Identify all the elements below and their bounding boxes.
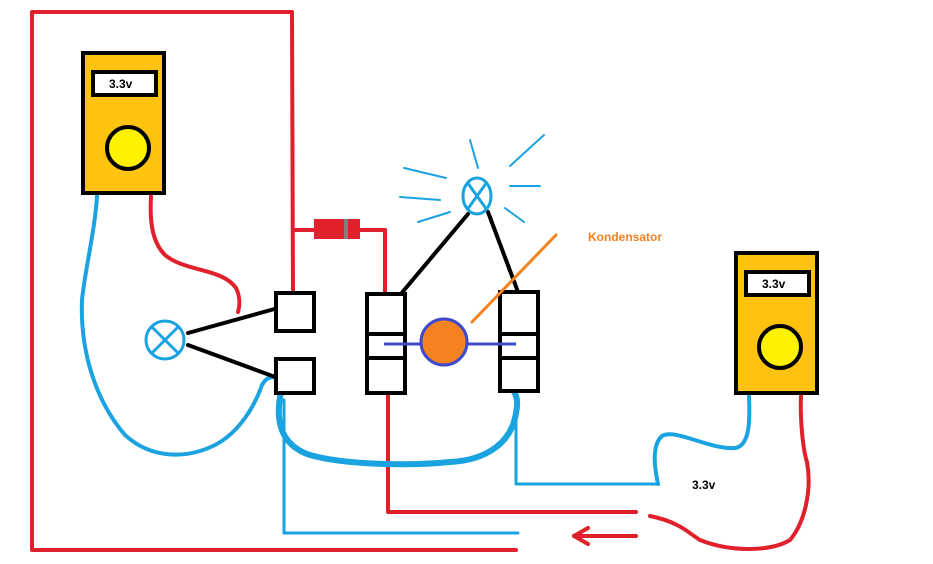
glowing-lamp-icon bbox=[399, 134, 545, 223]
left-meter-knob bbox=[105, 125, 151, 171]
left-meter-blue-probe bbox=[79, 194, 280, 457]
left-multimeter: 3.3v bbox=[81, 51, 166, 195]
capacitor-label: Kondensator bbox=[588, 230, 662, 244]
right-meter-blue-probe bbox=[652, 394, 752, 486]
right-meter-reading: 3.3v bbox=[762, 277, 786, 291]
right-terminal-top bbox=[498, 290, 540, 336]
right-meter-red-probe bbox=[648, 394, 811, 551]
left-meter-red-probe bbox=[148, 194, 242, 314]
right-multimeter: 3.3v bbox=[734, 251, 819, 395]
middle-return-wire bbox=[386, 390, 638, 514]
left-terminal-top bbox=[274, 291, 316, 333]
outer-loop-wire bbox=[30, 10, 518, 552]
lamp-icon bbox=[144, 319, 186, 361]
diode-wire bbox=[291, 228, 387, 302]
capacitor-icon bbox=[384, 317, 516, 367]
right-meter-feed-wire bbox=[514, 418, 660, 486]
voltage-note: 3.3v bbox=[692, 478, 716, 492]
common-return-wire bbox=[275, 389, 521, 468]
arrow-left-icon bbox=[572, 526, 638, 546]
terminal-blocks bbox=[274, 290, 540, 395]
diode-icon bbox=[314, 219, 360, 239]
light-rays bbox=[399, 134, 545, 223]
blue-wires bbox=[79, 194, 752, 535]
middle-terminal-center bbox=[365, 332, 407, 360]
middle-terminal-bottom bbox=[365, 356, 407, 395]
middle-terminal-top bbox=[365, 292, 407, 336]
left-terminal-bottom bbox=[274, 357, 316, 395]
right-meter-knob bbox=[757, 324, 803, 370]
right-terminal-center bbox=[498, 332, 540, 360]
right-meter-display bbox=[744, 270, 811, 297]
left-meter-display bbox=[91, 70, 158, 97]
capacitor-pointer bbox=[470, 233, 558, 324]
left-meter-reading: 3.3v bbox=[109, 77, 133, 91]
bottom-return-wire bbox=[282, 398, 520, 535]
right-terminal-bottom bbox=[498, 356, 540, 393]
